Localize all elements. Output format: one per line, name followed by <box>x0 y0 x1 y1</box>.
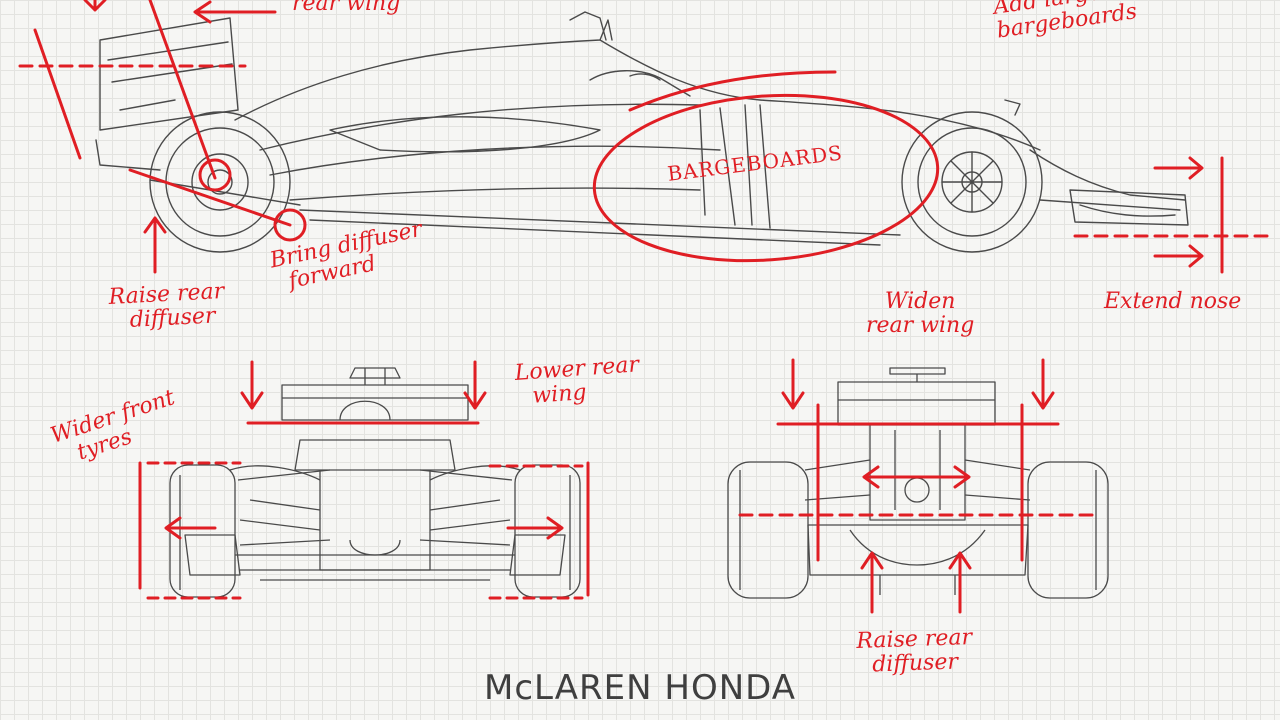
note-widen-rear-wing: Widen rear wing <box>866 290 974 338</box>
note-rear-wing: rear wing <box>292 0 401 16</box>
rear-view-car <box>727 367 1109 599</box>
note-widen-rear-wing-line2: rear wing <box>866 313 975 338</box>
front-view-car <box>169 367 581 598</box>
note-raise-rear-diffuser-side: Raise rear diffuser <box>108 279 226 334</box>
side-view-car <box>95 11 1189 253</box>
note-lower-rear-wing: Lower rear wing <box>514 352 641 410</box>
brand-wordmark: McLAREN HONDA <box>484 668 796 708</box>
annotation-marks <box>18 0 1270 614</box>
note-extend-nose: Extend nose <box>1104 289 1242 314</box>
note-widen-rear-wing-line1: Widen <box>884 289 956 314</box>
